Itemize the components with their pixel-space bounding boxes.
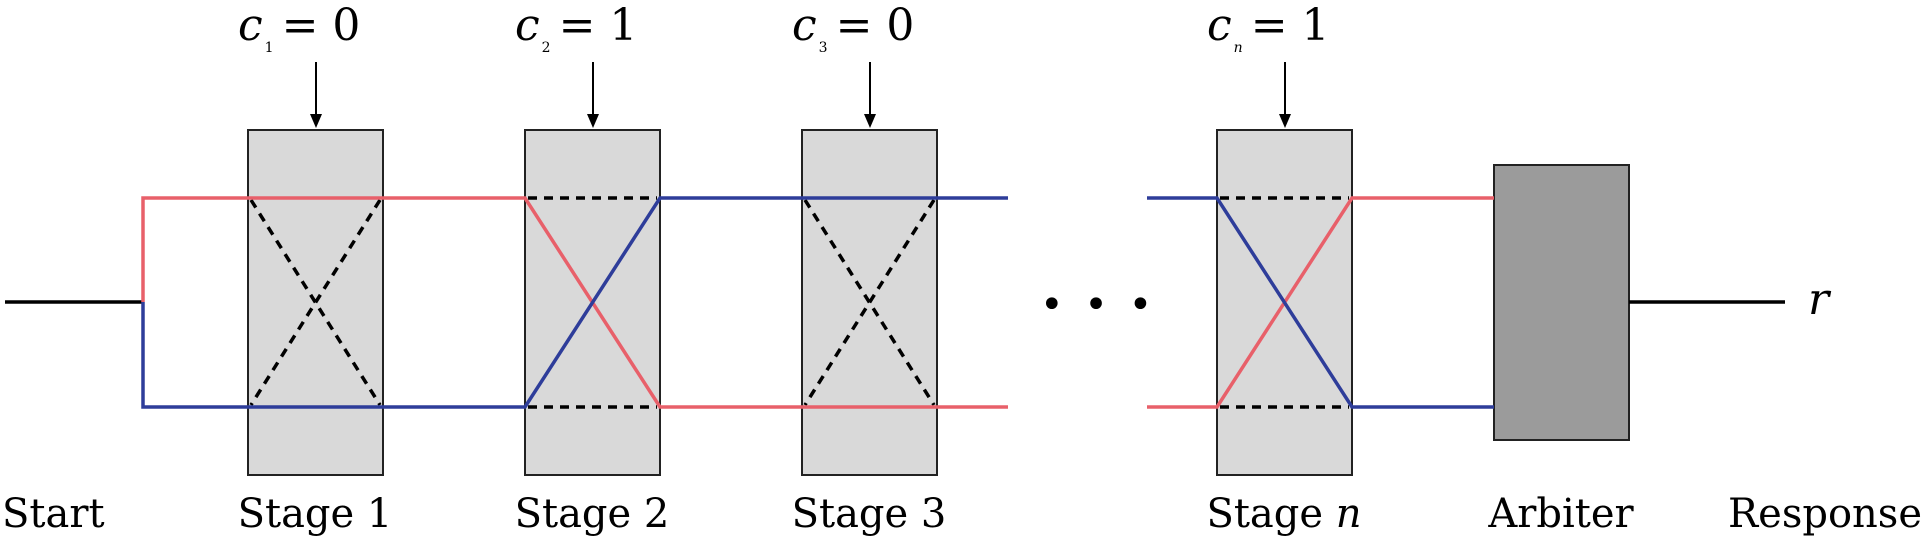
challenge-sub: n: [1234, 40, 1243, 56]
blue-signal-path-continued: [1147, 196, 1494, 409]
challenge-var: c: [515, 0, 540, 51]
svg-text:c3= 0: c3 = 0: [792, 0, 914, 56]
response-label: Response: [1728, 491, 1922, 537]
challenge-value: = 0: [282, 0, 361, 51]
challenge-value: = 1: [1251, 0, 1330, 51]
stage-1-label: Stage 1: [238, 491, 393, 537]
blue-signal-path: [141, 196, 1008, 409]
red-signal-path: [141, 196, 1008, 409]
challenge-sub: 1: [265, 40, 274, 56]
stage-1-dashed-cross: [249, 199, 382, 406]
arbiter-label: Arbiter: [1487, 491, 1634, 537]
stage-n-dashed-straight: [1220, 196, 1349, 409]
svg-text:cn= 1: cn = 1: [1207, 0, 1330, 56]
ellipsis: • • •: [1040, 282, 1156, 328]
arrow-down-icon: [864, 114, 876, 128]
svg-text:c2= 1: c2 = 1: [515, 0, 637, 56]
challenge-var: c: [792, 0, 817, 51]
svg-text:c1= 0: c1 = 0: [238, 0, 360, 56]
stage-1-box: [247, 129, 384, 476]
stage-3-box: [801, 129, 938, 476]
stage-2-dashed-straight: [528, 196, 657, 409]
arrow-down-icon: [1279, 114, 1291, 128]
output-symbol: r: [1808, 274, 1832, 325]
challenge-value: = 0: [836, 0, 915, 51]
stage-3-label: Stage 3: [792, 491, 947, 537]
challenge-var: c: [238, 0, 263, 51]
challenge-sub: 3: [819, 40, 828, 56]
start-label: Start: [2, 491, 105, 537]
stage-2-label: Stage 2: [515, 491, 670, 537]
stage-3-dashed-cross: [803, 199, 936, 406]
arbiter-box: [1493, 164, 1630, 441]
challenge-sub: 2: [542, 40, 551, 56]
arrow-down-icon: [587, 114, 599, 128]
challenge-var: c: [1207, 0, 1232, 51]
stage-n-label: Stage n: [1206, 491, 1361, 537]
challenge-value: = 1: [559, 0, 638, 51]
arrow-down-icon: [310, 114, 322, 128]
